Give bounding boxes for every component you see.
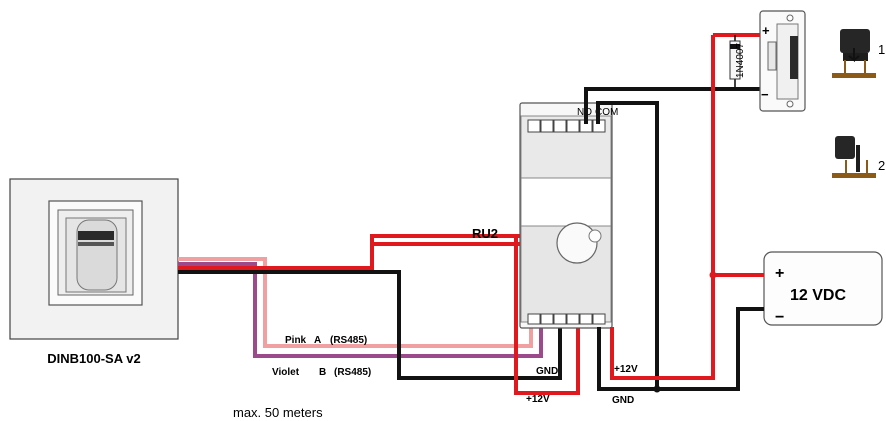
violet-wire-name: Violet (272, 367, 300, 378)
relay-com-label: COM (595, 107, 618, 118)
pink-bus: (RS485) (330, 335, 367, 346)
diode: 1N4007 (729, 35, 746, 89)
psu-black-wire (657, 307, 764, 391)
diode-label: 1N4007 (735, 43, 746, 78)
relay-com-wire (596, 101, 659, 391)
gnd-left-label: GND (536, 366, 558, 377)
lock-plus: + (762, 23, 770, 38)
distance-note: max. 50 meters (233, 405, 323, 420)
lock-red-wire (610, 35, 715, 380)
plus12-left-label: +12V (526, 394, 550, 405)
relay-black-output (584, 87, 732, 124)
relay-module: NO COM RU2 (472, 102, 618, 329)
option-2-number: 2 (878, 158, 885, 173)
electric-lock: + − (759, 10, 806, 112)
psu-label: 12 VDC (790, 287, 846, 304)
lock-option-2: 2 (832, 130, 885, 185)
plus12-right-label: +12V (614, 364, 638, 375)
fingerprint-reader: DINB100-SA v2 (9, 178, 179, 366)
option-1-number: 1 (878, 42, 885, 57)
pink-wire (178, 257, 533, 348)
violet-bus: (RS485) (334, 367, 371, 378)
pink-wire-name: Pink (285, 335, 307, 346)
lock-minus: − (761, 87, 769, 102)
power-supply: + − 12 VDC (653, 251, 883, 393)
pink-signal: A (314, 335, 321, 346)
bus-wires: Pink A (RS485) Violet B (RS485) GND +12V (178, 234, 580, 405)
gnd-right-label: GND (612, 395, 634, 406)
violet-signal: B (319, 367, 326, 378)
fingerprint-sensor (78, 231, 114, 240)
psu-plus: + (775, 265, 784, 282)
psu-minus: − (775, 309, 784, 326)
lock-option-1: 1 (832, 27, 885, 79)
relay-label: RU2 (472, 226, 498, 241)
violet-wire (178, 262, 543, 358)
reader-black-wire (178, 270, 562, 380)
reader-label: DINB100-SA v2 (47, 351, 140, 366)
lock-wires: +12V GND (584, 33, 760, 406)
relay-plus12-wire (514, 234, 580, 395)
